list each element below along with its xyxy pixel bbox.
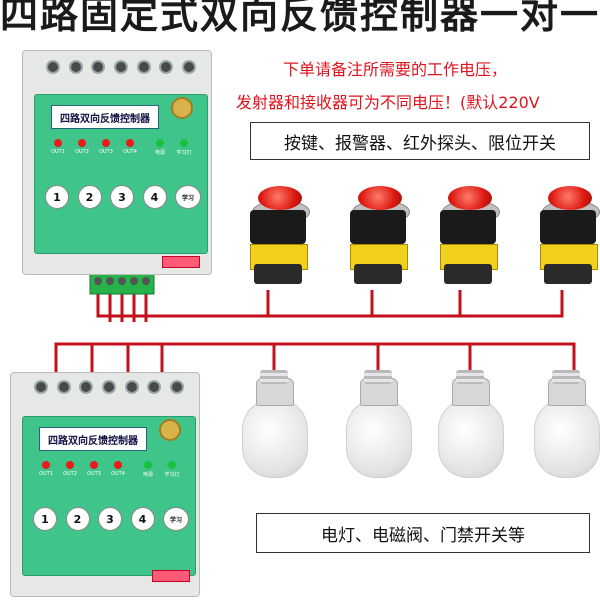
output-devices-label: 电灯、电磁阀、门禁开关等	[256, 513, 590, 553]
red-button-icon	[448, 186, 492, 210]
wires	[54, 290, 576, 378]
input-devices-label: 按键、报警器、红外探头、限位开关	[250, 122, 590, 160]
channel-1-button[interactable]: 1	[33, 507, 57, 531]
controller-nameplate: 四路双向反馈控制器	[39, 427, 147, 451]
wire-bus-1	[96, 290, 564, 318]
led-row: OUT1 OUT2 OUT3 OUT4 电源 学习灯	[47, 139, 197, 161]
bulb-icon	[534, 398, 600, 478]
led-learn: 学习灯	[173, 139, 195, 161]
led-out4: OUT4	[107, 461, 129, 483]
led-learn: 学习灯	[161, 461, 183, 483]
voltage-note-line-2: 发射器和接收器可为不同电压！(默认220V	[236, 93, 540, 112]
led-power: 电源	[149, 139, 171, 161]
channel-3-button[interactable]: 3	[110, 185, 134, 209]
led-power: 电源	[137, 461, 159, 483]
terminal-screws	[94, 277, 150, 285]
channel-3-button[interactable]: 3	[98, 507, 122, 531]
dip-switch	[152, 570, 190, 582]
channel-1-button[interactable]: 1	[45, 185, 69, 209]
led-out1: OUT1	[35, 461, 57, 483]
transmitter-controller: 四路双向反馈控制器 OUT1 OUT2 OUT3 OUT4 电源 学习灯 1 2…	[22, 50, 212, 275]
antenna-icon	[171, 97, 193, 119]
led-out2: OUT2	[59, 461, 81, 483]
light-bulb-4	[534, 370, 600, 500]
led-row: OUT1 OUT2 OUT3 OUT4 电源 学习灯	[35, 461, 185, 483]
antenna-icon	[159, 419, 181, 441]
led-out4: OUT4	[119, 139, 141, 161]
led-out3: OUT3	[83, 461, 105, 483]
channel-2-button[interactable]: 2	[77, 185, 102, 209]
bulb-icon	[346, 398, 412, 478]
receiver-controller: 四路双向反馈控制器 OUT1 OUT2 OUT3 OUT4 电源 学习灯 1 2…	[10, 372, 200, 597]
wire-bus-2	[54, 342, 576, 378]
red-button-icon	[548, 186, 592, 210]
channel-4-button[interactable]: 4	[130, 507, 155, 531]
led-out1: OUT1	[47, 139, 69, 161]
led-out2: OUT2	[71, 139, 93, 161]
channel-4-button[interactable]: 4	[142, 185, 167, 209]
led-out3: OUT3	[95, 139, 117, 161]
bulb-icon	[242, 398, 308, 478]
light-bulb-1	[242, 370, 308, 500]
learn-button[interactable]: 学习	[175, 185, 201, 209]
top-terminal-row	[34, 380, 184, 396]
red-button-icon	[258, 186, 302, 210]
learn-button[interactable]: 学习	[163, 507, 189, 531]
dip-switch	[162, 256, 200, 268]
channel-buttons: 1 2 3 4 学习	[45, 185, 201, 209]
top-terminal-row	[46, 60, 196, 76]
controller-nameplate: 四路双向反馈控制器	[51, 105, 159, 129]
channel-2-button[interactable]: 2	[65, 507, 90, 531]
light-bulb-3	[438, 370, 504, 500]
control-board: 四路双向反馈控制器 OUT1 OUT2 OUT3 OUT4 电源 学习灯 1 2…	[34, 94, 208, 254]
channel-buttons: 1 2 3 4 学习	[33, 507, 189, 531]
voltage-note-line-1: 下单请备注所需要的工作电压，	[283, 60, 508, 79]
red-button-icon	[358, 186, 402, 210]
page-title: 四路固定式双向反馈控制器一对一	[0, 0, 600, 37]
control-board: 四路双向反馈控制器 OUT1 OUT2 OUT3 OUT4 电源 学习灯 1 2…	[22, 416, 196, 576]
light-bulb-2	[346, 370, 412, 500]
bulb-icon	[438, 398, 504, 478]
